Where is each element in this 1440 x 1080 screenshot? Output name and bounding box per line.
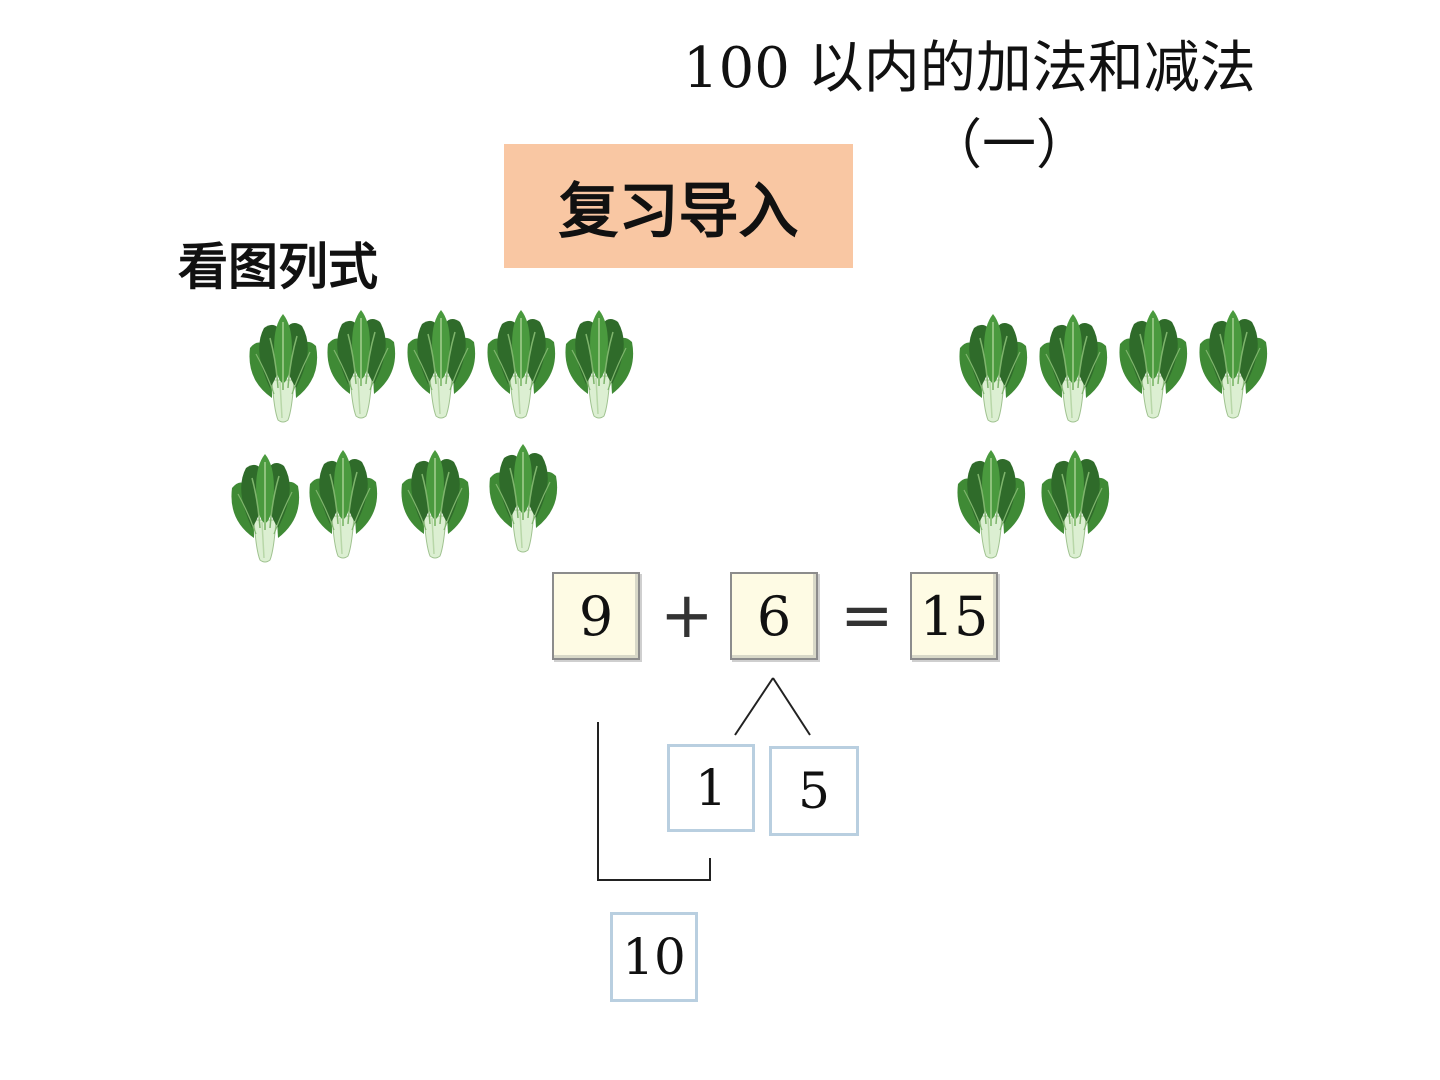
addend-1-box: 9 bbox=[552, 572, 640, 660]
part-2-box: 5 bbox=[769, 746, 859, 836]
ten-box: 10 bbox=[610, 912, 698, 1002]
sum-box: 15 bbox=[910, 572, 998, 660]
section-badge: 复习导入 bbox=[504, 144, 853, 268]
lesson-title: 100 以内的加法和减法 bbox=[683, 36, 1256, 101]
lesson-subtitle: （一） bbox=[928, 113, 1090, 176]
equals-sign: = bbox=[840, 579, 894, 653]
addend-2-box: 6 bbox=[730, 572, 818, 660]
plus-sign: + bbox=[660, 579, 714, 653]
prompt-label: 看图列式 bbox=[178, 238, 378, 296]
part-1-box: 1 bbox=[667, 744, 755, 832]
